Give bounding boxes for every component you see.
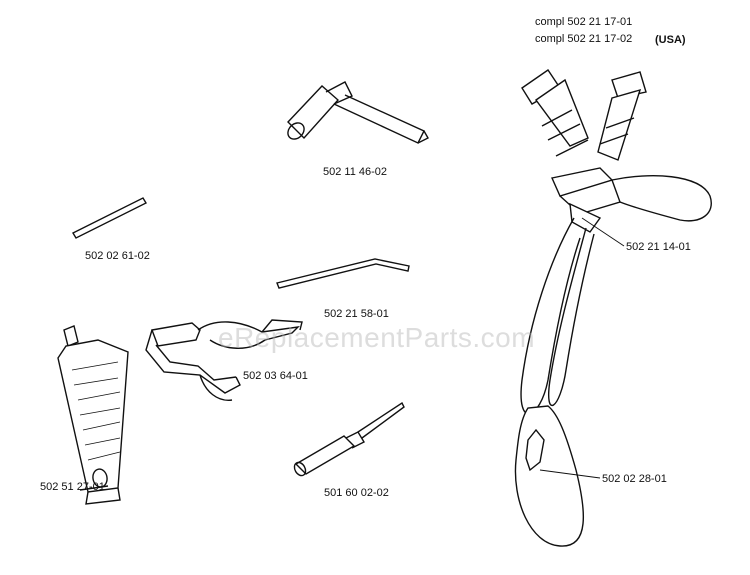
watermark-text: eReplacementParts.com (218, 322, 536, 353)
file-part (293, 401, 405, 477)
label-harness-clip: 502 21 14-01 (626, 241, 691, 253)
blade-guard-part (145, 319, 303, 401)
label-wrench: 502 11 46-02 (323, 166, 388, 178)
label-pin: 502 02 61-02 (85, 250, 150, 262)
label-hip-pad: 502 02 28-01 (602, 473, 667, 485)
label-hex-key: 502 21 58-01 (324, 308, 389, 320)
label-blade-guard: 502 03 64-01 (243, 370, 308, 382)
leader-lines (539, 217, 625, 479)
hex-key-part (276, 258, 410, 289)
label-file: 501 60 02-02 (324, 487, 389, 499)
label-grease-tube: 502 51 27-01 (40, 481, 105, 493)
spark-plug-wrench (287, 81, 429, 144)
label-usa: (USA) (655, 34, 686, 46)
harness-part (514, 69, 712, 547)
label-compl-2: compl 502 21 17-02 (535, 33, 633, 45)
pin-part (72, 197, 147, 239)
grease-tube-part (57, 325, 129, 505)
label-compl-1: compl 502 21 17-01 (535, 16, 633, 28)
